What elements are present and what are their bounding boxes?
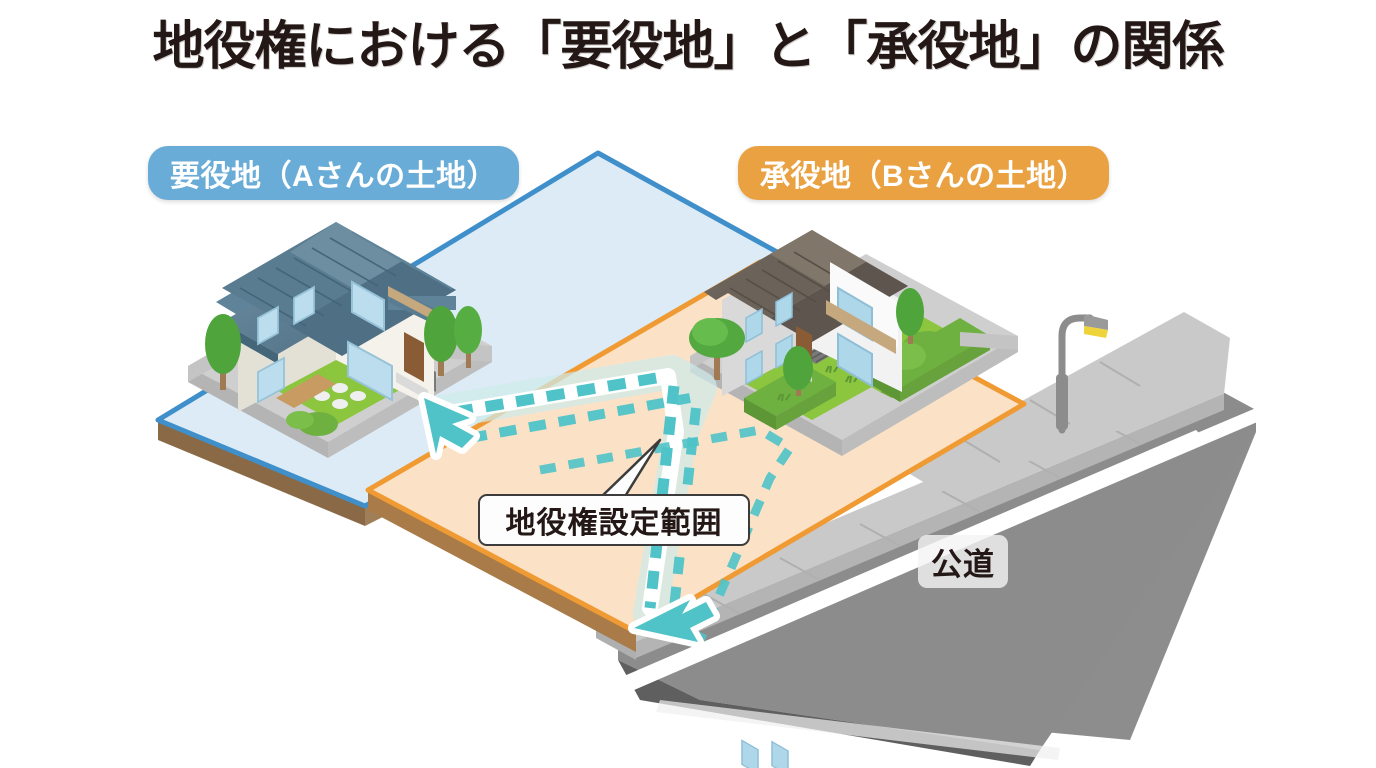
lamp-base (1056, 374, 1068, 430)
right-window-1 (741, 739, 759, 768)
left-house (205, 222, 482, 412)
badge-dominant-label: 要役地（Aさんの土地） (170, 160, 498, 193)
hedge-front-left-side2 (776, 382, 836, 430)
right-window-c (745, 349, 763, 386)
left-lot-edge2 (328, 346, 492, 458)
right-lot-edge2 (842, 336, 1018, 456)
callout-easement-label: 地役権設定範囲 (505, 507, 723, 540)
label-public-road: 公道 (918, 535, 1008, 588)
left-window-l2 (347, 340, 393, 402)
left-bush-b (286, 411, 314, 429)
easement-arrow-to-dominant (418, 392, 480, 460)
road-line-lower (624, 430, 1208, 690)
servient-parcel-edge-left (368, 490, 636, 652)
hedge-front-left-side (744, 398, 776, 430)
tree-left-c (454, 306, 482, 368)
tree-left-a (205, 314, 241, 390)
left-window-u1 (257, 305, 279, 346)
label-public-road-text: 公道 (931, 547, 995, 582)
street-lamp (1056, 314, 1108, 434)
lamp-pole (1058, 314, 1094, 434)
sidewalk-curb (636, 394, 1224, 658)
tree-left-b (424, 306, 458, 376)
right-wall-right (960, 332, 1018, 350)
callout-easement-range[interactable]: 地役権設定範囲 (478, 494, 750, 546)
right-window-big-lower (837, 332, 873, 388)
hedge-front-left (744, 364, 836, 416)
arrow-1-head (424, 398, 474, 454)
left-window-u3 (351, 280, 385, 332)
tree-right-lot-cone (783, 346, 813, 396)
tree-right-lot-cone2 (896, 288, 924, 344)
dominant-parcel-edge-left (158, 420, 365, 526)
easement-dash-leg-upper (454, 370, 669, 418)
right-house (689, 230, 924, 768)
road-line-bottom (656, 700, 1060, 760)
left-roof-seams-right (351, 231, 453, 290)
left-window-l1 (257, 356, 285, 404)
easement-arrow-to-road (628, 594, 720, 648)
page-title: 地役権における「要役地」と「承役地」の関係 (152, 18, 1224, 76)
hedge-right-side2 (900, 336, 990, 402)
right-window-b (775, 291, 793, 328)
right-window-a (745, 307, 763, 344)
stepping-stones (314, 383, 366, 409)
left-window-u2 (293, 285, 315, 326)
easement-dash-strand-b (469, 393, 691, 443)
easement-dash-leg-lower (644, 385, 680, 609)
right-balcony (826, 300, 896, 354)
servient-parcel-border (365, 259, 1027, 635)
tree-right-lot-left (689, 318, 745, 380)
badge-dominant-land[interactable]: 要役地（Aさんの土地） (148, 146, 520, 200)
right-window-2 (771, 740, 789, 768)
lamp-head (1084, 314, 1108, 330)
arrow-2-head (634, 600, 714, 642)
left-steps (396, 372, 428, 400)
lamp-light (1084, 326, 1108, 338)
badge-servient-label: 承役地（Bさんの土地） (760, 160, 1088, 193)
left-door (404, 332, 424, 382)
left-deck (276, 374, 336, 408)
badge-servient-land[interactable]: 承役地（Bさんの土地） (738, 146, 1110, 200)
